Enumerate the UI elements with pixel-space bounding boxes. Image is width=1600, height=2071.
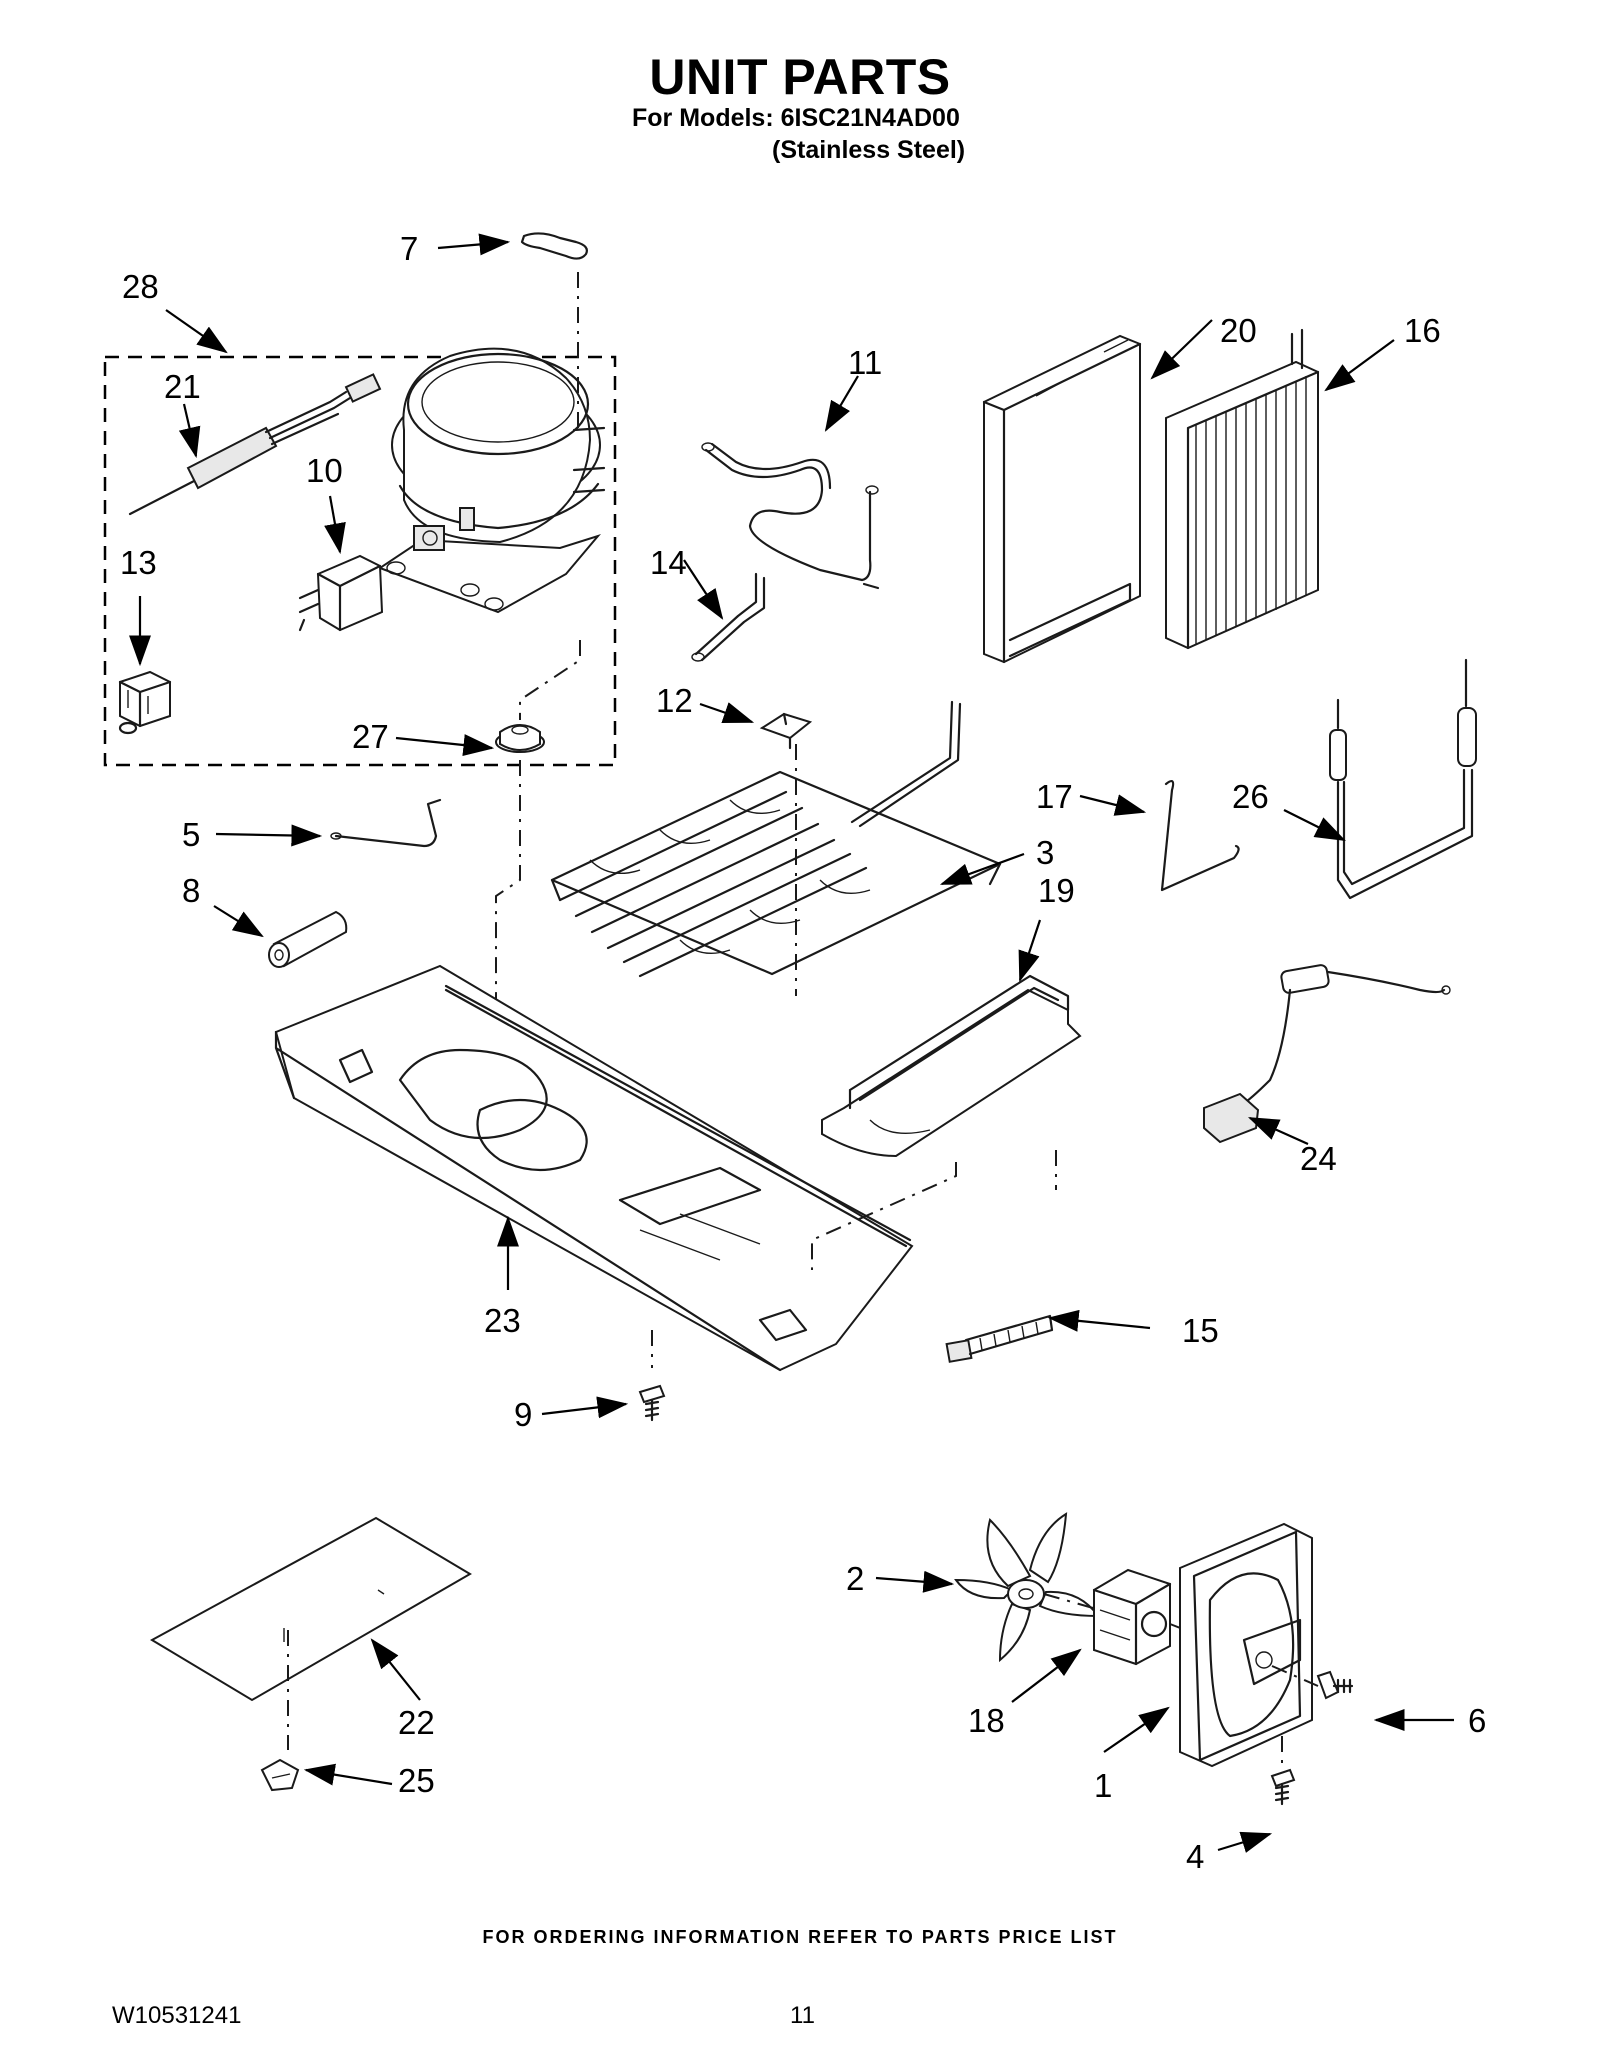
callout-27: 27 [352, 718, 389, 755]
part-8-foam [268, 910, 348, 968]
callout-19: 19 [1038, 872, 1075, 909]
callout-20: 20 [1220, 312, 1257, 349]
part-26-dryer [1329, 658, 1477, 900]
part-7-strap [520, 232, 588, 260]
part-2-fan-blade [954, 1512, 1100, 1663]
callout-16: 16 [1404, 312, 1441, 349]
callout-6: 6 [1468, 1702, 1486, 1739]
callout-7: 7 [400, 230, 418, 267]
part-4-screw [1270, 1736, 1296, 1806]
part-13-overload-cover [118, 670, 172, 735]
leader-lines [129, 233, 1454, 1853]
callout-24: 24 [1300, 1140, 1337, 1177]
compressor-kit-box [103, 355, 617, 767]
callout-26: 26 [1232, 778, 1269, 815]
callout-22: 22 [398, 1704, 435, 1741]
models-line: For Models: 6ISC21N4AD00 [632, 104, 960, 132]
part-24-power-cord [1203, 964, 1451, 1144]
part-10-relay [298, 554, 384, 632]
part-19-drain-pan [821, 974, 1082, 1158]
part-3-evaporator [550, 700, 1002, 996]
callout-21: 21 [164, 368, 201, 405]
part-14-tube [691, 572, 766, 662]
part-9-screw [638, 1330, 666, 1422]
callout-28: 28 [122, 268, 159, 305]
part-20-condenser-shroud [982, 334, 1142, 664]
part-6-screw [1271, 1665, 1354, 1700]
callout-1: 1 [1094, 1767, 1112, 1804]
callout-13: 13 [120, 544, 157, 581]
callout-23: 23 [484, 1302, 521, 1339]
part-23-base-plate [274, 964, 914, 1372]
callout-4: 4 [1186, 1838, 1204, 1875]
part-27-grommet [495, 724, 545, 753]
compressor [377, 347, 606, 614]
part-15-cable-tie [945, 1314, 1054, 1363]
part-5-wire-clip [330, 798, 442, 848]
part-22-insulation-pad [149, 1516, 472, 1750]
part-1-fan-shroud [1179, 1522, 1313, 1768]
page-title: UNIT PARTS [649, 49, 951, 105]
callout-numbers: 1 2 3 4 5 6 7 8 9 10 11 12 13 14 15 16 1… [120, 230, 1486, 1875]
callout-8: 8 [182, 872, 200, 909]
page-number: 11 [790, 2002, 815, 2029]
callout-25: 25 [398, 1762, 435, 1799]
finish-line: (Stainless Steel) [772, 136, 966, 164]
callout-5: 5 [182, 816, 200, 853]
callout-3: 3 [1036, 834, 1054, 871]
part-17-wire [1160, 780, 1240, 892]
part-25-clip [260, 1758, 300, 1792]
part-16-condenser [1165, 328, 1320, 650]
callout-9: 9 [514, 1396, 532, 1433]
callout-12: 12 [656, 682, 693, 719]
callout-2: 2 [846, 1560, 864, 1597]
part-18-fan-motor [1092, 1568, 1172, 1666]
callout-18: 18 [968, 1702, 1005, 1739]
part-11-tube [701, 442, 880, 590]
part-12-clip [759, 712, 813, 750]
callout-15: 15 [1182, 1312, 1219, 1349]
callout-17: 17 [1036, 778, 1073, 815]
ordering-note: FOR ORDERING INFORMATION REFER TO PARTS … [482, 1927, 1118, 1947]
part-21-wire-harness [128, 373, 382, 516]
callout-11: 11 [848, 344, 882, 381]
callout-14: 14 [650, 544, 687, 581]
callout-10: 10 [306, 452, 343, 489]
document-number: W10531241 [112, 2002, 242, 2029]
